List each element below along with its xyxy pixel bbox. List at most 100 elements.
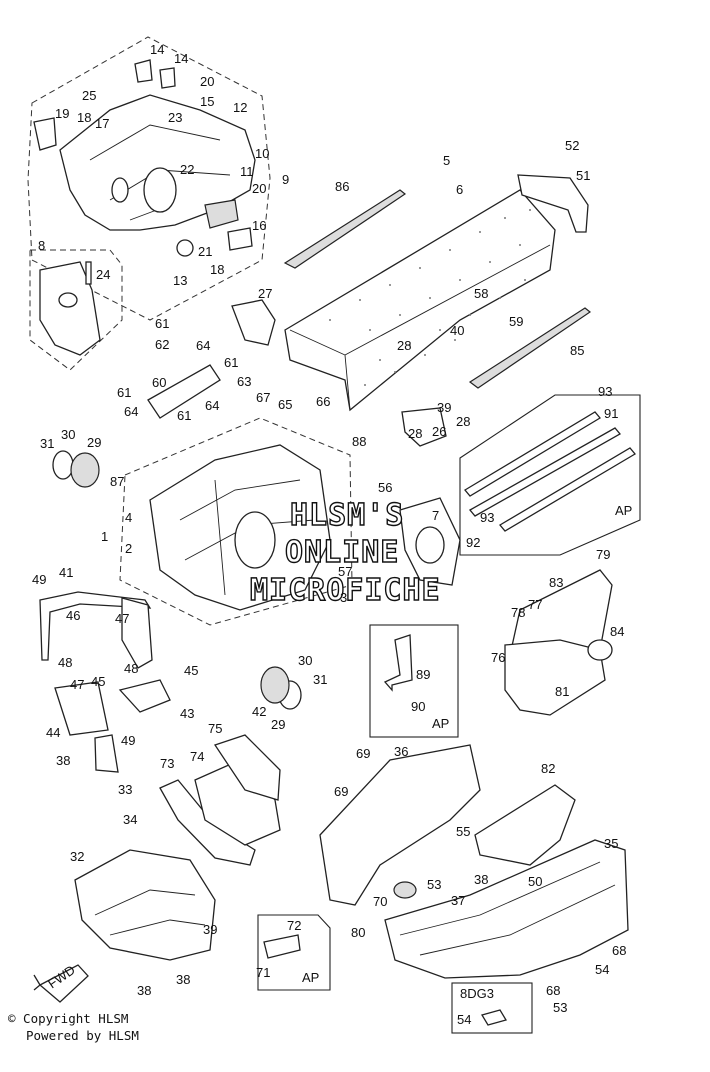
cap-14: [134, 59, 153, 83]
callout-10: 10: [255, 146, 269, 161]
callout-82: 82: [541, 761, 555, 776]
callout-38: 38: [137, 983, 151, 998]
callout-55: 55: [456, 824, 470, 839]
callout-34: 34: [123, 812, 137, 827]
callout-29: 29: [87, 435, 101, 450]
callout-5: 5: [443, 153, 450, 168]
callout-69: 69: [356, 746, 370, 761]
callout-13: 13: [173, 273, 187, 288]
callout-18: 18: [210, 262, 224, 277]
callout-66: 66: [316, 394, 330, 409]
callout-27: 27: [258, 286, 272, 301]
callout-61: 61: [177, 408, 191, 423]
plate-54: [481, 1009, 507, 1026]
panel-35-detail: [399, 861, 616, 956]
callout-29: 29: [271, 717, 285, 732]
rail-86: [283, 189, 407, 269]
bracket-21: [204, 199, 239, 229]
frame-hole: [143, 167, 177, 213]
bracket-8: [39, 261, 101, 356]
boot-29b: [260, 666, 290, 704]
callout-16: 16: [252, 218, 266, 233]
callout-92: 92: [466, 535, 480, 550]
callout-43: 43: [180, 706, 194, 721]
frame-hole-small: [111, 177, 129, 203]
frame-1-opening: [234, 511, 276, 569]
callout-33: 33: [118, 782, 132, 797]
callout-45: 45: [91, 674, 105, 689]
ap-label-89: AP: [432, 716, 449, 731]
rail-91-a: [464, 411, 601, 497]
boot-30a: [52, 450, 74, 480]
callout-58: 58: [474, 286, 488, 301]
rail-85: [468, 307, 592, 389]
callout-69: 69: [334, 784, 348, 799]
callout-28: 28: [397, 338, 411, 353]
callout-87: 87: [110, 474, 124, 489]
callout-93: 93: [480, 510, 494, 525]
powered-text: Powered by HLSM: [26, 1028, 139, 1043]
tunnel-rivets: [329, 209, 531, 386]
callout-53: 53: [553, 1000, 567, 1015]
plate-27: [231, 299, 276, 346]
ap-box-89: [369, 624, 459, 738]
callout-47: 47: [115, 611, 129, 626]
callout-21: 21: [198, 244, 212, 259]
rail-91-b: [469, 427, 621, 517]
bracket-89: [383, 634, 413, 692]
callout-35: 35: [604, 836, 618, 851]
callout-54: 54: [595, 962, 609, 977]
callout-6: 6: [456, 182, 463, 197]
callout-23: 23: [168, 110, 182, 125]
callout-57: 57: [338, 564, 352, 579]
callout-40: 40: [450, 323, 464, 338]
callout-50: 50: [528, 874, 542, 889]
callout-85: 85: [570, 343, 584, 358]
bracket-33: [94, 734, 119, 773]
callout-89: 89: [416, 667, 430, 682]
callout-45: 45: [184, 663, 198, 678]
panel-35: [384, 839, 629, 979]
callout-24: 24: [96, 267, 110, 282]
grommet-70: [393, 881, 417, 899]
callout-56: 56: [378, 480, 392, 495]
callout-64: 64: [196, 338, 210, 353]
callout-70: 70: [373, 894, 387, 909]
callout-15: 15: [200, 94, 214, 109]
bolt-24: [85, 261, 92, 285]
callout-80: 80: [351, 925, 365, 940]
panel-82: [474, 784, 576, 866]
callout-47: 47: [70, 677, 84, 692]
callout-77: 77: [528, 597, 542, 612]
callout-48: 48: [58, 655, 72, 670]
callout-53: 53: [427, 877, 441, 892]
watermark-line2: ONLINE: [285, 535, 399, 570]
callout-39: 39: [203, 922, 217, 937]
callout-14: 14: [150, 42, 164, 57]
variant-box-8dg3: [451, 982, 533, 1034]
callout-84: 84: [610, 624, 624, 639]
loop-44: [54, 681, 109, 736]
callout-44: 44: [46, 725, 60, 740]
callout-61: 61: [224, 355, 238, 370]
callout-28: 28: [456, 414, 470, 429]
bracket-19: [33, 117, 57, 151]
ap-box-rails: [459, 394, 641, 556]
callout-19: 19: [55, 106, 69, 121]
washer-13: [176, 239, 194, 257]
callout-20: 20: [200, 74, 214, 89]
callout-37: 37: [451, 893, 465, 908]
panel-36: [319, 744, 481, 906]
callout-3: 3: [340, 590, 347, 605]
callout-31: 31: [40, 436, 54, 451]
ap-label-rails: AP: [615, 503, 632, 518]
callout-46: 46: [66, 608, 80, 623]
callout-61: 61: [155, 316, 169, 331]
callout-1: 1: [101, 529, 108, 544]
callout-25: 25: [82, 88, 96, 103]
callout-38: 38: [474, 872, 488, 887]
rail-92: [499, 447, 636, 532]
callout-48: 48: [124, 661, 138, 676]
